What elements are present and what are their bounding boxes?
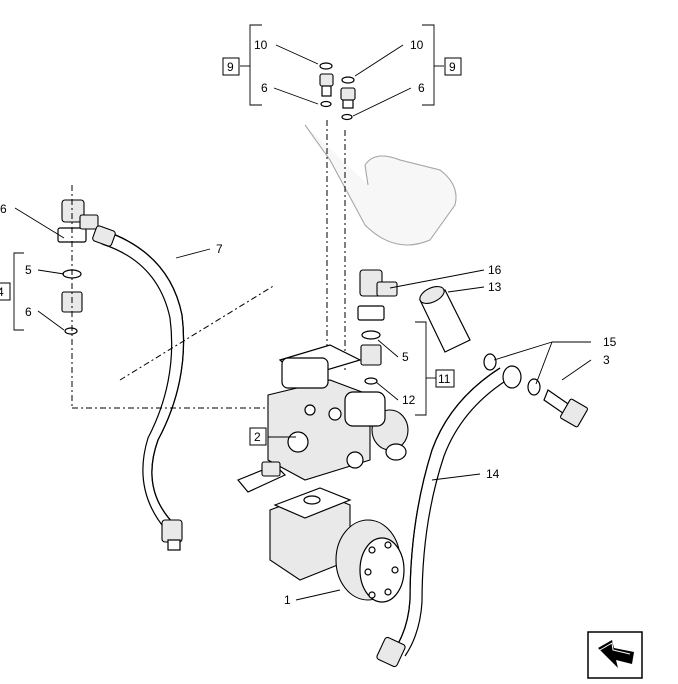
callout-6-top-right: 6 — [418, 81, 425, 95]
sensor-fitting — [237, 461, 287, 493]
bolt-3 — [543, 389, 588, 428]
steering-motor — [269, 487, 405, 603]
callout-14: 14 — [486, 467, 500, 481]
hose-7 — [92, 225, 185, 551]
callout-13: 13 — [488, 280, 502, 294]
next-page-arrow-icon[interactable] — [587, 631, 643, 679]
hose-14 — [376, 365, 522, 668]
bracket-group-11 — [415, 321, 427, 416]
ref-box-2: 2 — [249, 427, 267, 446]
callout-labels: 10 10 6 6 6 5 6 7 16 13 15 3 5 12 14 1 — [0, 38, 617, 607]
callout-6-top-left: 6 — [261, 81, 268, 95]
left-tee-fitting — [57, 199, 99, 335]
ghost-hose — [304, 124, 457, 246]
leader-lines — [14, 44, 592, 601]
bracket-group-4 — [13, 252, 24, 331]
right-tee-fitting — [357, 269, 398, 385]
callout-12: 12 — [402, 393, 416, 407]
bracket-group-left — [240, 24, 262, 106]
ref-4-label: 4 — [0, 285, 4, 299]
callout-5-right: 5 — [402, 350, 409, 364]
top-fitting-right — [340, 76, 356, 121]
ref-box-9-left: 9 — [222, 57, 240, 76]
callout-16: 16 — [488, 263, 502, 277]
callout-15: 15 — [603, 335, 617, 349]
sleeve-13 — [419, 286, 471, 353]
dash-link-diag — [119, 284, 276, 381]
callout-5-left: 5 — [25, 263, 32, 277]
callout-6-left-bottom: 6 — [25, 305, 32, 319]
callout-3: 3 — [603, 353, 610, 367]
ref-box-9-right: 9 — [444, 57, 462, 76]
callout-7: 7 — [216, 242, 223, 256]
bracket-group-right — [422, 24, 444, 106]
ref-9-right-label: 9 — [449, 60, 456, 74]
callout-1: 1 — [284, 593, 291, 607]
ref-11-label: 11 — [438, 372, 451, 386]
ref-box-11: 11 — [435, 369, 455, 388]
ref-2-label: 2 — [254, 430, 261, 444]
ref-9-left-label: 9 — [227, 60, 234, 74]
callout-6-left: 6 — [0, 202, 7, 216]
top-fitting-left — [319, 62, 334, 108]
ref-box-4: 4 — [0, 282, 11, 301]
callout-10-right: 10 — [410, 38, 424, 52]
control-valve — [267, 344, 409, 481]
callout-10-left: 10 — [254, 38, 268, 52]
washers-15 — [483, 353, 541, 396]
